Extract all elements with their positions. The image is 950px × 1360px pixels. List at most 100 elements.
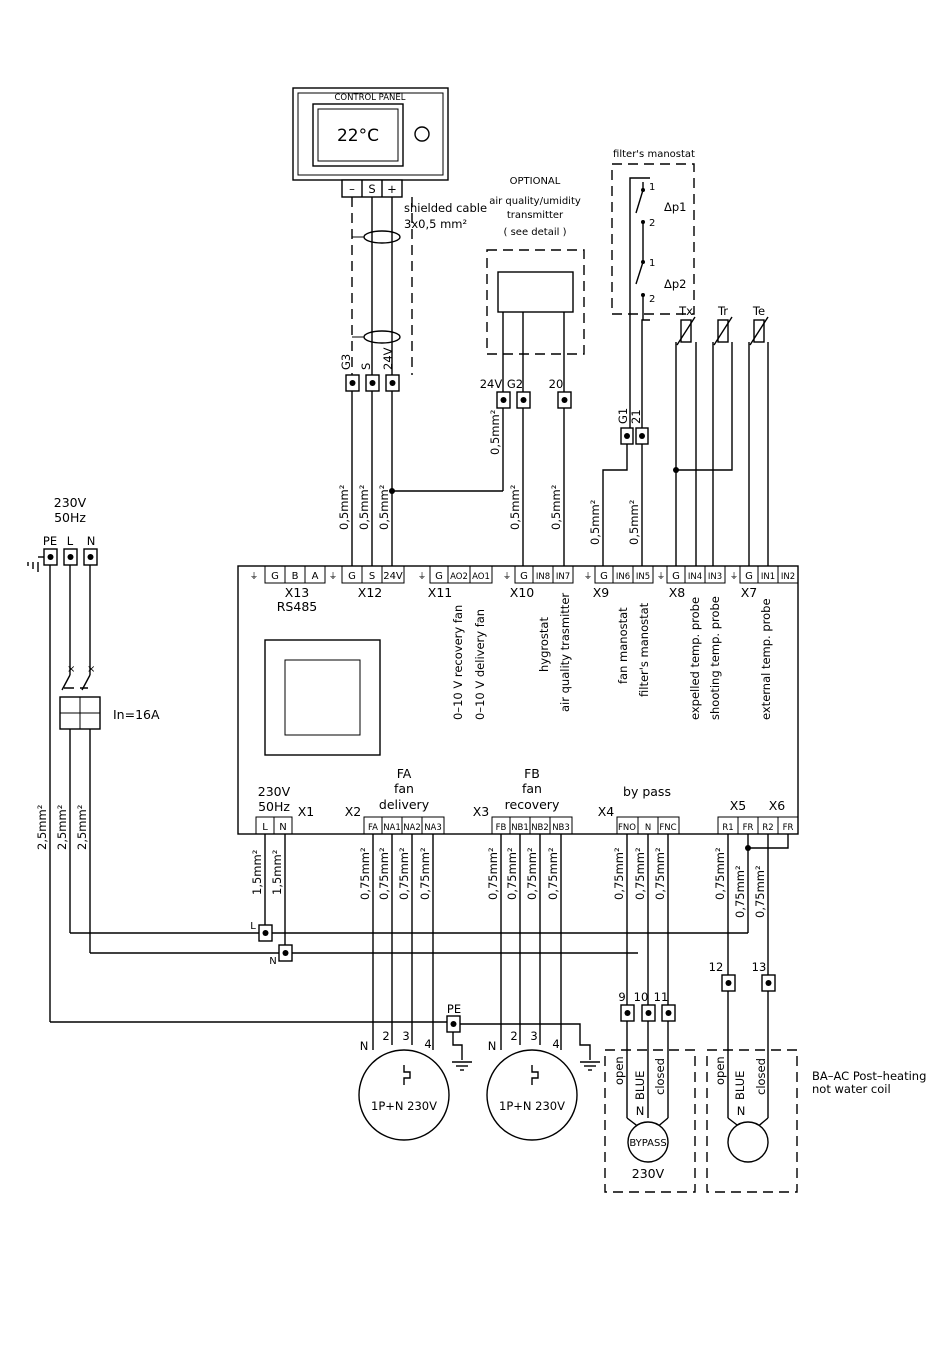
term-label-g3: G3 [339, 354, 353, 370]
svg-text:⏚: ⏚ [418, 572, 427, 582]
manostat-dp2: Δp2 [664, 277, 686, 291]
x3-top2: fan [522, 781, 542, 796]
x7-cell-g: G [745, 571, 753, 582]
x3-cell-nb3: NB3 [552, 823, 570, 833]
post-note-1: BA–AC Post–heating [812, 1069, 926, 1083]
x4-cell-fnc: FNC [659, 823, 676, 833]
wire-label-x4a: 0,75mm² [612, 847, 626, 900]
wire-label-x2a: 0,75mm² [358, 847, 372, 900]
x10-label: X10 [510, 585, 535, 600]
motor-delivery: N 2 3 4 1P+N 230V [358, 1029, 450, 1141]
control-panel: CONTROL PANEL 22°C – S + [292, 87, 449, 198]
x10-func-1: hygrostat [537, 617, 551, 672]
wire-label-x2c: 0,75mm² [397, 847, 411, 900]
x9-func-2: filter's manostat [637, 602, 651, 697]
x13-cell-a: A [312, 571, 319, 582]
wire-label-6: 0,5mm² [549, 485, 563, 530]
shielded-cable: shielded cable 3x0,5 mm² [351, 197, 487, 375]
x11-cell-ao1: AO1 [472, 572, 490, 582]
man-term-g1: G1 [616, 408, 630, 424]
bottom-terminal-strip: 230V 50Hz X1 L N FA fan delivery X2 FA N… [255, 766, 799, 835]
bypass-open: open [612, 1056, 626, 1085]
bypass-volt: 230V [632, 1166, 665, 1181]
motor2-label: 1P+N 230V [499, 1099, 565, 1113]
x5-label: X5 [730, 798, 747, 813]
x11-cell-g: G [435, 571, 443, 582]
wire-label-3: 0,5mm² [377, 485, 391, 530]
x9-label: X9 [593, 585, 610, 600]
x10-cell-g: G [520, 571, 528, 582]
manostat-c1a: 1 [649, 182, 655, 193]
wire-label-x1n: 1,5mm² [270, 850, 284, 895]
svg-text:⏚: ⏚ [329, 572, 338, 582]
term-10: 10 [634, 990, 649, 1004]
wire-label-x5b: 0,75mm² [733, 865, 747, 918]
x6-cell-r2: R2 [762, 823, 773, 833]
manostat-dp1: Δp1 [664, 200, 686, 214]
x3-top1: FB [524, 766, 540, 781]
term-9: 9 [618, 990, 625, 1004]
x11-func-2: 0–10 V delivery fan [473, 609, 487, 720]
bypass-n: N [636, 1104, 645, 1118]
x4-label: X4 [598, 804, 615, 819]
motor2-winding-icon [531, 1065, 539, 1085]
manostat-title: filter's manostat [613, 149, 695, 160]
function-labels: 0–10 V recovery fan 0–10 V delivery fan … [451, 593, 773, 720]
optional-transmitter: OPTIONAL air quality/umidity transmitter… [480, 176, 585, 566]
x1-label: X1 [298, 804, 315, 819]
x4-cell-fno: FNO [618, 823, 636, 833]
transformer [264, 639, 381, 756]
motor1-winding-icon [403, 1065, 411, 1085]
x1-cell-l: L [262, 822, 268, 833]
x2-cell-na3: NA3 [424, 823, 442, 833]
power-supply: 230V 50Hz PE L N × × In=16A 2,5mm² 2,5mm… [27, 495, 160, 1022]
wire-label-4: 0,5mm² [488, 410, 502, 455]
wire-label-l: 2,5mm² [55, 805, 69, 850]
motor1-label: 1P+N 230V [371, 1099, 437, 1113]
wire-label-x2d: 0,75mm² [418, 847, 432, 900]
wire-label-8: 0,5mm² [627, 500, 641, 545]
x7-cell-in2: IN2 [781, 572, 795, 582]
x12-label: X12 [358, 585, 382, 600]
x9-func-1: fan manostat [616, 607, 630, 684]
man-term-21: 21 [629, 409, 643, 424]
x3-label: X3 [473, 804, 490, 819]
x9-cell-g: G [600, 571, 608, 582]
post-closed: closed [754, 1058, 768, 1095]
wire-label-x3c: 0,75mm² [525, 847, 539, 900]
x2-top3: delivery [379, 797, 430, 812]
wire-label-5: 0,5mm² [508, 485, 522, 530]
motor1-pin-n: N [360, 1039, 369, 1053]
probe-te: Te [752, 304, 765, 318]
x4-cell-n: N [645, 823, 651, 833]
wire-label-x1l: 1,5mm² [250, 850, 264, 895]
post-heating: open BLUE closed N BA–AC Post–heating no… [706, 1049, 926, 1193]
x13-cell-b: B [292, 571, 299, 582]
control-panel-display: 22°C [337, 126, 379, 146]
term-12: 12 [709, 960, 724, 974]
svg-text:⏚: ⏚ [657, 572, 666, 582]
opt-term-20: 20 [549, 377, 564, 391]
term-n-label: N [269, 956, 276, 967]
wire-label-x3a: 0,75mm² [486, 847, 500, 900]
x3-cell-fb: FB [496, 823, 507, 833]
term-label-24v: 24V [381, 347, 395, 370]
probe-tx: Tx [678, 304, 693, 318]
x13-sub: RS485 [277, 599, 317, 614]
wire-label-x4b: 0,75mm² [633, 847, 647, 900]
manostat-c2b: 2 [649, 294, 655, 305]
optional-line2: air quality/umidity [489, 196, 581, 207]
wire-label-x2b: 0,75mm² [377, 847, 391, 900]
opt-term-g2: G2 [507, 377, 523, 391]
motor-recovery: N 2 3 4 1P+N 230V [486, 1029, 578, 1141]
x11-label: X11 [428, 585, 452, 600]
svg-text:⏚: ⏚ [584, 572, 593, 582]
x9-cell-in5: IN5 [636, 572, 650, 582]
x13-ground-icon: ⏚ [250, 572, 259, 582]
x8-cell-in3: IN3 [708, 572, 722, 582]
supply-l: L [67, 534, 74, 548]
x7-label: X7 [741, 585, 758, 600]
wire-label-x5a: 0,75mm² [713, 847, 727, 900]
x13-cell-g: G [271, 571, 279, 582]
x8-func-1: expelled temp. probe [688, 597, 702, 720]
